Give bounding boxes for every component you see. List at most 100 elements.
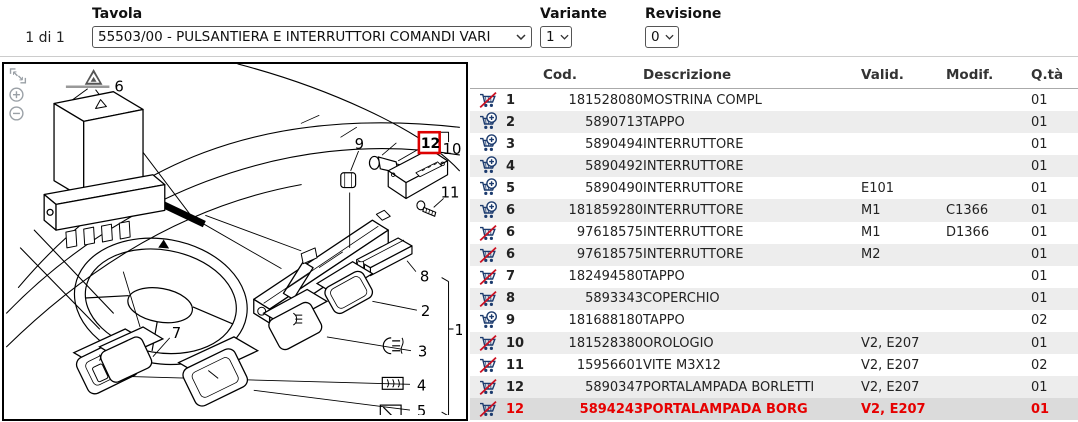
- modif-cell: [946, 243, 1031, 266]
- variante-label: Variante: [540, 6, 607, 22]
- cart-unavailable-icon[interactable]: [478, 267, 498, 287]
- chevron-down-icon: [665, 34, 674, 40]
- cart-add-icon[interactable]: [478, 178, 498, 198]
- callout-11: 11: [441, 184, 460, 201]
- valid-cell: [861, 111, 946, 134]
- cart-add-icon[interactable]: [478, 311, 498, 331]
- callout-9: 9: [355, 136, 364, 153]
- callout-7: 7: [172, 325, 181, 342]
- ref-cell: 3: [506, 136, 516, 152]
- description-cell: INTERRUTTORE: [643, 180, 744, 196]
- header-modif: Modif.: [946, 62, 1031, 89]
- qty-cell: 01: [1031, 136, 1048, 152]
- valid-cell: V2, E207: [861, 376, 946, 399]
- screw-part: [416, 198, 444, 218]
- valid-cell: [861, 266, 946, 288]
- qty-cell: 02: [1031, 357, 1048, 373]
- code-cell: 5890492: [543, 155, 643, 178]
- toolbar: 1 di 1 Tavola 55503/00 - PULSANTIERA E I…: [0, 0, 1078, 57]
- callout-5: 5: [417, 403, 426, 415]
- callout-3: 3: [418, 344, 427, 361]
- callout-8: 8: [420, 269, 429, 286]
- valid-cell: [861, 287, 946, 310]
- description-cell: TAPPO: [643, 111, 861, 134]
- qty-cell: 01: [1031, 269, 1048, 285]
- cart-add-icon[interactable]: [478, 200, 498, 221]
- modif-cell: [946, 133, 1031, 155]
- code-cell: 5890494: [585, 136, 643, 152]
- variante-select-value: 1: [546, 29, 555, 45]
- cart-add-icon[interactable]: [478, 156, 498, 176]
- callout-4: 4: [417, 377, 426, 394]
- modif-cell: [946, 287, 1031, 310]
- description-cell: INTERRUTTORE: [643, 243, 861, 266]
- code-cell: 5893343: [543, 287, 643, 310]
- cart-unavailable-icon[interactable]: [478, 399, 498, 419]
- grommet-part: [340, 150, 359, 248]
- valid-cell: E101: [861, 180, 895, 196]
- tavola-label: Tavola: [92, 6, 143, 22]
- modif-cell: [946, 111, 1031, 134]
- valid-cell: V2, E207: [861, 357, 920, 373]
- qty-cell: 01: [1031, 398, 1078, 421]
- qty-cell: 01: [1031, 332, 1078, 355]
- ref-cell: 5: [506, 180, 516, 196]
- qty-cell: 01: [1031, 180, 1048, 196]
- expand-icon[interactable]: [9, 68, 27, 84]
- switch-cap-part: [92, 271, 171, 383]
- ref-cell: 10: [506, 332, 543, 355]
- valid-cell: [861, 310, 946, 332]
- description-cell: MOSTRINA COMPL: [643, 92, 762, 108]
- zoom-out-icon[interactable]: [9, 106, 24, 121]
- rear-fog-symbol-icon: [382, 337, 404, 355]
- tavola-select[interactable]: 55503/00 - PULSANTIERA E INTERRUTTORI CO…: [92, 26, 532, 48]
- variante-select[interactable]: 1: [540, 26, 572, 48]
- cart-unavailable-icon[interactable]: [478, 333, 498, 353]
- ref-cell: 12: [506, 376, 543, 399]
- description-cell: INTERRUTTORE: [643, 225, 744, 241]
- ref-cell: 4: [506, 155, 543, 178]
- panel-location-mark: [161, 201, 302, 270]
- cart-unavailable-icon[interactable]: [478, 289, 498, 309]
- modif-cell: [946, 155, 1031, 178]
- cart-unavailable-icon[interactable]: [478, 377, 498, 397]
- ref-cell: 1: [506, 92, 516, 108]
- qty-cell: 01: [1031, 155, 1078, 178]
- description-cell: TAPPO: [643, 269, 685, 285]
- cart-unavailable-icon[interactable]: [478, 245, 498, 265]
- qty-cell: 01: [1031, 92, 1048, 108]
- ref-cell: 8: [506, 287, 543, 310]
- revisione-select[interactable]: 0: [645, 26, 679, 48]
- code-cell: 181859280: [543, 199, 643, 222]
- cart-unavailable-icon[interactable]: [478, 90, 498, 110]
- zoom-in-icon[interactable]: [9, 87, 24, 102]
- description-cell: OROLOGIO: [643, 332, 861, 355]
- description-cell: INTERRUTTORE: [643, 199, 861, 222]
- description-cell: INTERRUTTORE: [643, 136, 744, 152]
- cart-add-icon[interactable]: [478, 112, 498, 132]
- cart-add-icon[interactable]: [478, 134, 498, 154]
- cart-unavailable-icon[interactable]: [478, 223, 498, 243]
- modif-cell: [946, 354, 1031, 376]
- header-valid: Valid.: [861, 62, 946, 89]
- valid-cell: [861, 133, 946, 155]
- cart-unavailable-icon[interactable]: [478, 355, 498, 375]
